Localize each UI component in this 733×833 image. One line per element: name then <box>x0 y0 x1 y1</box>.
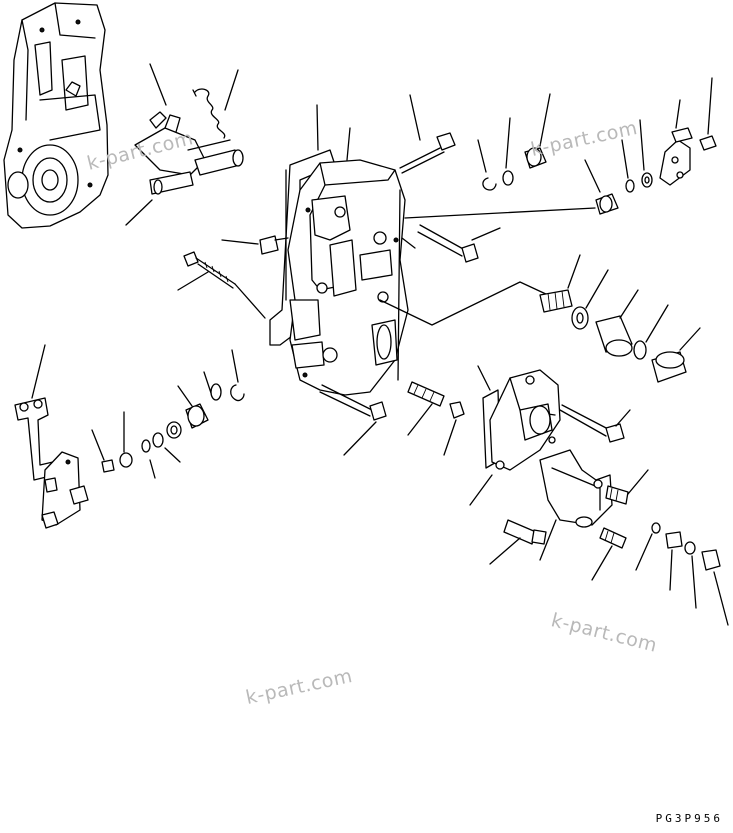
plug-fitting <box>524 93 551 169</box>
link-bracket <box>539 449 613 561</box>
plug-bolt <box>221 235 289 255</box>
bracket-bolt-upper <box>605 469 649 505</box>
washer-mid <box>571 269 609 330</box>
top-long-bolt <box>399 94 456 174</box>
adjust-screw <box>539 254 581 313</box>
drawing-code: PG3P956 <box>655 812 723 825</box>
long-bolt-left <box>177 251 266 319</box>
bracket-bolt-lower <box>591 527 627 581</box>
hardware-row-left <box>91 371 213 479</box>
cap <box>651 327 701 383</box>
governor-cover <box>287 127 409 396</box>
guide-lines <box>379 207 596 326</box>
cover-plate <box>469 369 561 506</box>
lever-bracket <box>41 451 89 529</box>
sleeve <box>595 289 639 357</box>
hardware-row-right <box>635 522 729 626</box>
lower-bolt <box>319 384 387 456</box>
bracket-top-right <box>659 77 717 186</box>
o-ring-mid <box>633 304 669 360</box>
o-ring-small <box>502 117 514 186</box>
pipe-connector <box>584 159 619 215</box>
governor-lever-assembly <box>125 63 244 226</box>
bracket-bolt-left <box>489 519 547 565</box>
pipe-clip <box>210 349 245 402</box>
side-bolt <box>401 224 501 263</box>
governor-housing <box>3 2 109 229</box>
snap-ring <box>477 139 497 191</box>
nut-center <box>443 401 465 456</box>
stud-bolt <box>407 381 445 436</box>
plate-bolt <box>559 404 631 443</box>
washer-top <box>621 119 653 193</box>
